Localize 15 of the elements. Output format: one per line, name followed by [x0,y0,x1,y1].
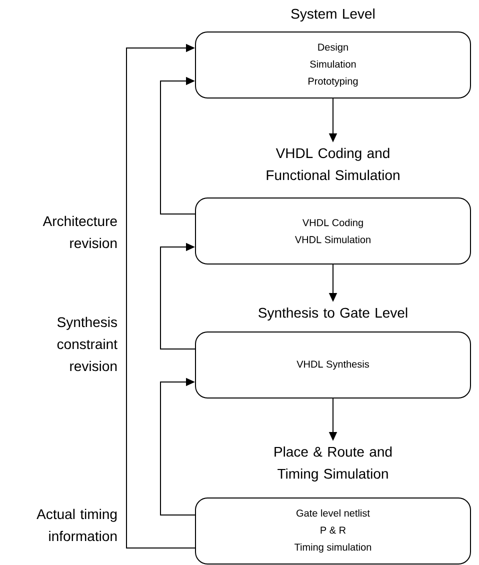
loop-label: Synthesis constraint revision [57,316,118,372]
stage-heading: VHDL Coding and Functional Simulation [266,148,400,180]
process-box: VHDL Synthesis [195,332,471,398]
process-box: VHDL Coding VHDL Simulation [195,198,471,264]
stage-heading: System Level [291,8,374,22]
stage-heading: Synthesis to Gate Level [258,307,408,321]
feedback-arrow [126,44,196,548]
process-box: Gate level netlist P & R Timing simulation [195,498,471,564]
process-box: Design Simulation Prototyping [195,32,471,98]
feedback-arrow [160,242,196,350]
loop-label: Architecture revision [42,216,117,248]
stage-heading: Place & Route and Timing Simulation [274,446,392,482]
loop-label: Actual timing information [36,508,117,542]
feedback-arrow [160,76,196,214]
feedback-arrow [160,378,196,516]
